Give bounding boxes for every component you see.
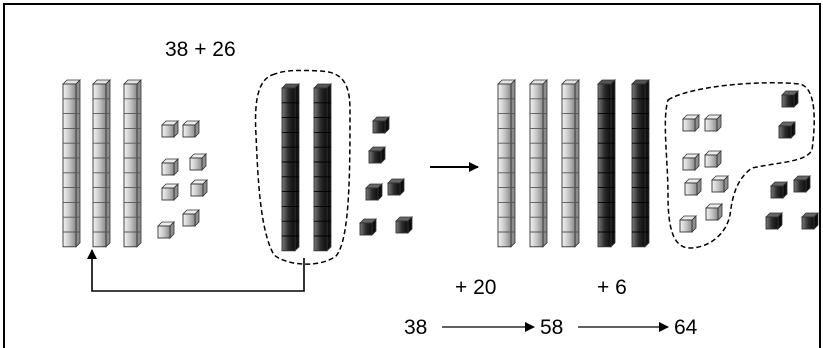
tens-rod-light: [497, 79, 516, 248]
ones-cube-light: [161, 120, 179, 138]
ones-cube-dark: [778, 121, 796, 139]
ones-cube-light: [190, 179, 208, 197]
number-line-middle: 58: [540, 316, 564, 339]
diagram-frame: [3, 3, 821, 348]
right-ones-cubes: [679, 90, 819, 233]
problem-expression: 38 + 26: [165, 38, 236, 61]
dashed-loop-tens: [254, 69, 351, 265]
ones-cube-light: [704, 150, 722, 168]
ones-cube-light: [679, 215, 697, 233]
tens-rod-light: [92, 79, 111, 248]
ones-cube-dark: [387, 178, 405, 196]
ones-cube-dark: [770, 181, 788, 199]
tens-rod-light: [62, 79, 81, 248]
ones-cube-light: [161, 183, 179, 201]
regroup-arrow: [87, 249, 305, 292]
left-ones-cubes: [157, 116, 413, 239]
number-line-end: 64: [674, 316, 698, 339]
tens-rod-dark: [631, 79, 650, 248]
ones-cube-light: [189, 153, 207, 171]
ones-cube-dark: [801, 212, 819, 230]
left-tens-rods: [62, 79, 332, 252]
ones-cube-dark: [793, 175, 811, 193]
step-add-tens: + 20: [455, 276, 497, 299]
right-tens-rods: [497, 79, 650, 248]
ones-cube-light: [684, 178, 702, 196]
tens-rod-light: [123, 79, 142, 248]
step-add-ones: + 6: [597, 276, 627, 299]
ones-cube-dark: [372, 116, 390, 134]
ones-cube-dark: [368, 146, 386, 164]
tens-rod-light: [561, 79, 580, 248]
tens-rod-light: [529, 79, 548, 248]
ones-cube-light: [182, 209, 200, 227]
tens-rod-dark: [313, 83, 332, 252]
ones-cube-light: [711, 175, 729, 193]
number-line-start: 38: [404, 316, 428, 339]
tens-rod-dark: [597, 79, 616, 248]
ones-cube-dark: [359, 218, 377, 236]
ones-cube-light: [682, 114, 700, 132]
ones-cube-dark: [781, 90, 799, 108]
ones-cube-dark: [765, 212, 783, 230]
ones-cube-dark: [365, 183, 383, 201]
ones-cube-light: [682, 153, 700, 171]
ones-cube-light: [182, 120, 200, 138]
tens-rod-dark: [281, 83, 300, 252]
ones-cube-dark: [395, 216, 413, 234]
ones-cube-light: [157, 221, 175, 239]
dashed-loop-ones: [664, 82, 815, 249]
ones-cube-light: [705, 203, 723, 221]
ones-cube-light: [704, 114, 722, 132]
ones-cube-light: [161, 158, 179, 176]
